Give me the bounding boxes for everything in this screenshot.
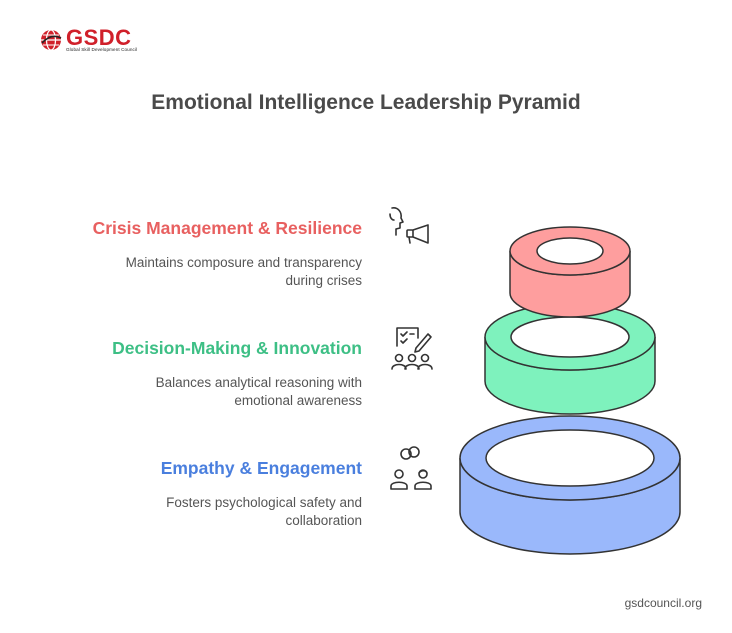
desc-line: collaboration: [285, 513, 362, 528]
desc-line: Balances analytical reasoning with: [155, 375, 362, 390]
level-heading-empathy: Empathy & Engagement: [160, 458, 362, 478]
desc-line: during crises: [285, 273, 362, 288]
page-title: Emotional Intelligence Leadership Pyrami…: [151, 91, 581, 114]
logo-tagline: Global Skill Development Council: [66, 47, 138, 52]
level-desc-decision: Balances analytical reasoning with emoti…: [62, 374, 362, 410]
desc-line: Maintains composure and transparency: [125, 255, 362, 270]
ring-middle: [484, 303, 656, 415]
ring-top: [509, 226, 631, 318]
desc-line: emotional awareness: [234, 393, 362, 408]
globe-icon: [41, 29, 62, 51]
checklist-team-icon: [391, 327, 433, 370]
two-people-linked-icon: [390, 446, 432, 490]
level-desc-empathy: Fosters psychological safety and collabo…: [62, 494, 362, 530]
level-desc-crisis: Maintains composure and transparency dur…: [62, 254, 362, 290]
person-megaphone-icon: [389, 207, 429, 244]
ring-pyramid: [459, 226, 681, 555]
ring-bottom: [459, 415, 681, 555]
footer-website: gsdcouncil.org: [624, 596, 702, 610]
desc-line: Fosters psychological safety and: [166, 495, 362, 510]
gsdc-logo: GSDC Global Skill Development Council: [40, 26, 140, 54]
level-heading-decision: Decision-Making & Innovation: [112, 338, 362, 358]
logo-wordmark: GSDC: [66, 25, 132, 50]
level-heading-crisis: Crisis Management & Resilience: [92, 218, 362, 238]
